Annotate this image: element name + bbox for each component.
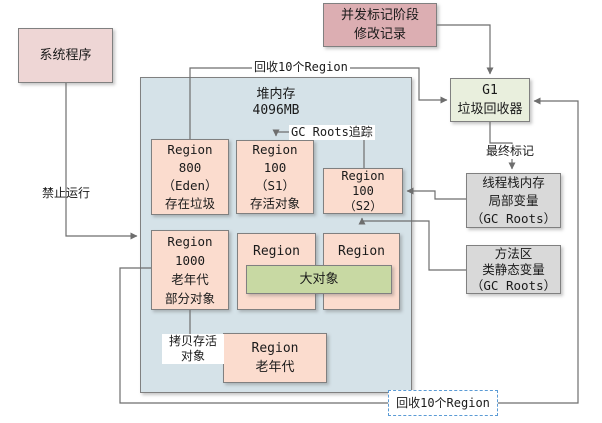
node-concurrent-mark-record-line-0: 并发标记阶段: [340, 8, 419, 23]
node-region-s1-line-3: 存活对象: [249, 196, 300, 211]
node-g1-collector-line-0: G1: [482, 83, 498, 98]
node-region-eden-line-0: Region: [167, 142, 213, 157]
node-region-old-gen-line-1: 老年代: [255, 360, 295, 375]
node-method-area-gc-roots-line-1: 类静态变量: [482, 261, 545, 277]
label-copy-line1: 拷贝存活: [168, 334, 217, 348]
node-system-program: 系统程序: [18, 28, 113, 83]
node-region-old-1000: Region 1000 老年代部分对象: [151, 230, 229, 310]
node-big-object-line-0: 大对象: [299, 271, 339, 287]
label-forbid-run: 禁止运行: [42, 186, 91, 200]
node-region-eden-line-3: 存在垃圾: [164, 196, 215, 211]
node-thread-stack-gc-roots-line-0: 线程栈内存: [482, 174, 545, 190]
node-g1-collector: G1 垃圾回收器: [450, 78, 530, 122]
wire-thread-stack-to-s2: [406, 187, 466, 200]
heap-title-line-1: 4096MB: [252, 103, 300, 118]
node-method-area-gc-roots-line-2: （GC Roots）: [470, 277, 557, 293]
label-final-mark: 最终标记: [484, 144, 537, 159]
node-concurrent-mark-record-line-1: 修改记录: [353, 27, 406, 42]
node-region-old-1000-line-0: Region: [167, 234, 213, 249]
node-region-eden-line-2: （Eden）: [162, 178, 218, 193]
node-region-s1-line-1: 100: [263, 160, 287, 175]
node-region-old-1000-line-1: 1000: [174, 253, 206, 268]
node-thread-stack-gc-roots-line-2: （GC Roots）: [470, 210, 557, 226]
node-region-s2-line-2: （S2）: [343, 198, 383, 213]
label-copy-line2: 对象: [180, 349, 205, 363]
node-region-old-1000-line-3: 部分对象: [164, 291, 215, 306]
label-gc-roots-trace: GC Roots追踪: [289, 125, 375, 140]
node-region-s2-line-1: 100: [352, 183, 374, 198]
node-region-s1-line-0: Region: [252, 142, 298, 157]
node-region-old-gen: Region 老年代: [223, 333, 327, 383]
node-big-object: 大对象: [246, 265, 392, 294]
node-region-old-1000-line-2: 老年代: [171, 272, 209, 287]
node-region-s2-line-0: Region: [341, 168, 385, 183]
node-region-plain-right-line-0: Region: [338, 244, 385, 259]
node-region-s1: Region 100 （S1） 存活对象: [236, 140, 314, 214]
node-method-area-gc-roots-line-0: 方法区: [494, 245, 533, 261]
wire-concurrent-mark-to-g1: [437, 24, 494, 75]
node-method-area-gc-roots: 方法区类静态变量（GC Roots）: [466, 245, 561, 294]
label-recycle-10-regions-top: 回收10个Region: [252, 60, 350, 75]
node-system-program-line-0: 系统程序: [39, 47, 92, 63]
label-recycle-10-regions-bottom: 回收10个Region: [388, 390, 498, 416]
node-region-old-gen-line-0: Region: [251, 341, 299, 356]
node-g1-collector-line-1: 垃圾回收器: [457, 102, 523, 117]
node-region-eden-line-1: 800: [178, 160, 202, 175]
node-concurrent-mark-record: 并发标记阶段修改记录: [323, 3, 437, 47]
wire-system-forbid-run-to-heap: [65, 83, 138, 240]
node-thread-stack-gc-roots: 线程栈内存局部变量 （GC Roots）: [466, 173, 561, 228]
node-region-plain-left-line-0: Region: [253, 244, 300, 259]
node-region-s1-line-2: （S1）: [254, 178, 296, 193]
node-region-eden: Region 800 （Eden） 存在垃圾: [151, 139, 229, 215]
label-copy-surviving-objects: 拷贝存活 对象: [162, 334, 224, 364]
node-thread-stack-gc-roots-line-1: 局部变量: [488, 192, 539, 208]
heap-title-line-0: 堆内存: [256, 87, 296, 102]
